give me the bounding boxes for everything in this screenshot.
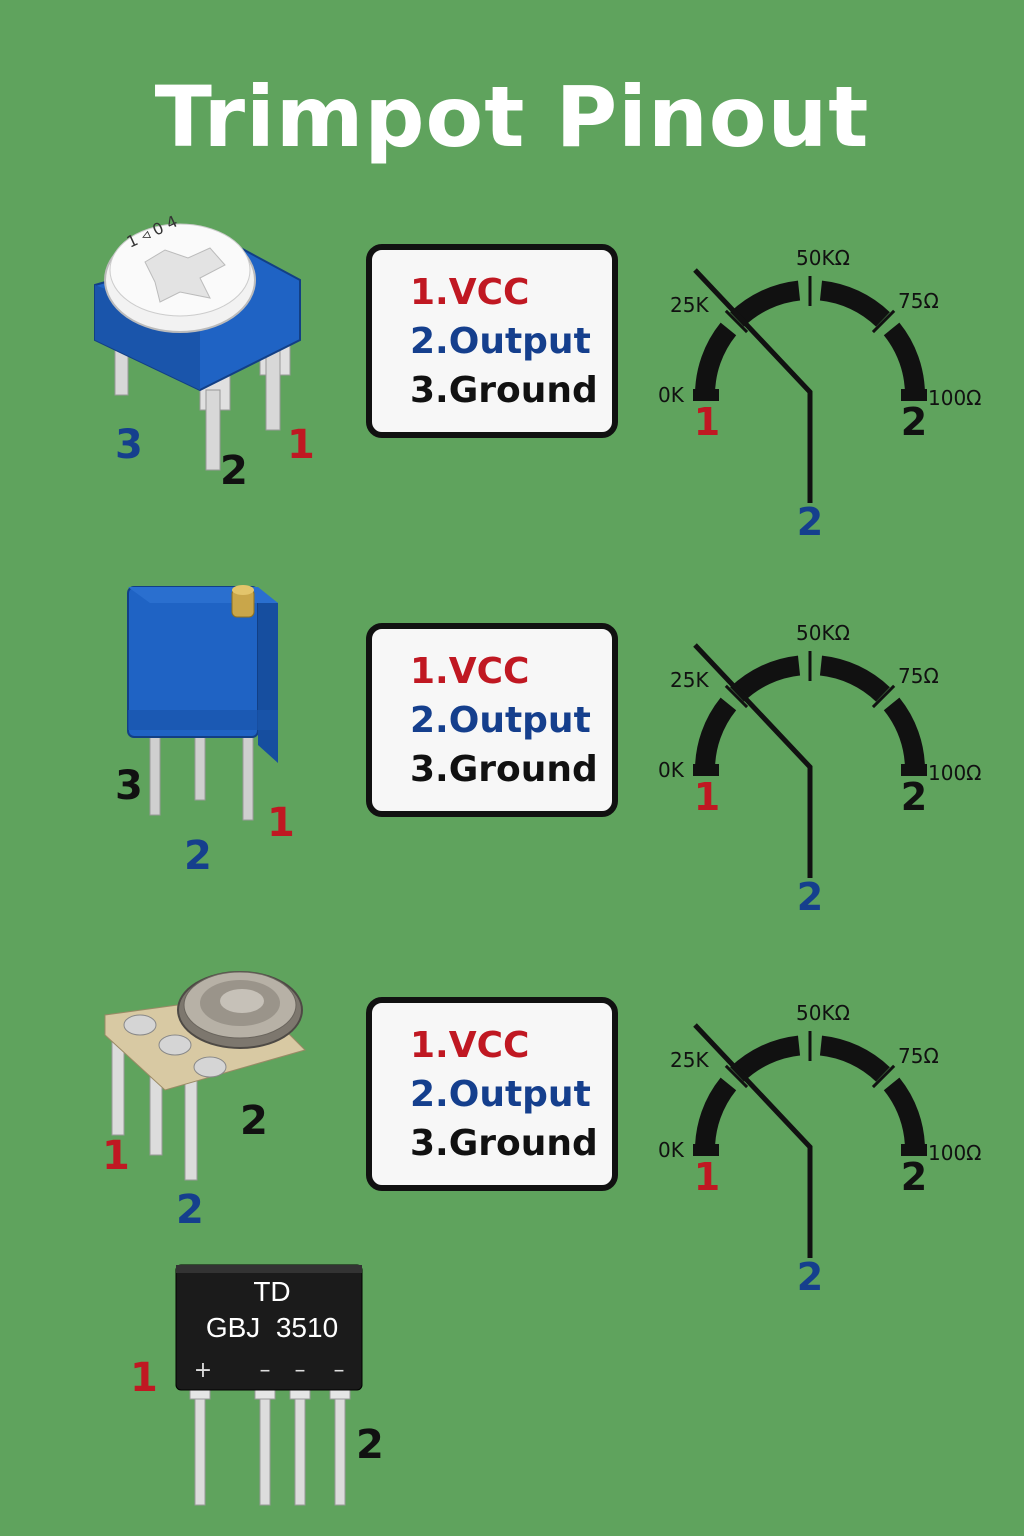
dial-scale-label: 100Ω [928, 761, 981, 785]
trimpot-row-3: 1 2 2 1.VCC 2.Output 3.Ground 0K 25K 50KΩ 7… [0, 955, 1024, 1335]
ic-pin-mark-minus: – [260, 1358, 271, 1383]
bridge-rectifier-text-layer: TD GBJ 3510 + – – – [194, 1276, 345, 1383]
pinout-legend: 1.VCC 2.Output 3.Ground [366, 244, 618, 438]
pin-label-1: 1 [102, 1133, 130, 1179]
ic-pin-mark-minus: – [295, 1358, 306, 1383]
dial-scale-label: 25K [670, 1048, 709, 1072]
ic-pin-mark-minus: – [334, 1358, 345, 1383]
dial-tick [724, 1064, 749, 1089]
legend-output: 2.Output [410, 700, 591, 741]
pin-label-2: 2 [220, 448, 248, 494]
dial-scale-label: 100Ω [928, 386, 981, 410]
dial-arc-segment [730, 1035, 801, 1082]
dial-scale-label: 25K [670, 668, 709, 692]
legend-ground: 3.Ground [410, 749, 598, 790]
pin-label-3: 3 [115, 422, 143, 468]
pinout-legend: 1.VCC 2.Output 3.Ground [366, 997, 618, 1191]
dial-scale-label: 100Ω [928, 1141, 981, 1165]
dial-pin-right: 2 [901, 775, 927, 819]
dial-foot-right [901, 764, 927, 776]
dial-arc-segment [695, 322, 737, 396]
dial-arc-segment [730, 655, 801, 702]
dial-pin-wiper: 2 [797, 875, 823, 919]
dial-tick [724, 309, 749, 334]
pin-label-2: 2 [356, 1422, 384, 1468]
trimpot-row-2: 3 2 1 1.VCC 2.Output 3.Ground 0K 25K 50KΩ 7… [0, 575, 1024, 955]
dial-scale-label: 0K [658, 758, 685, 782]
dial-pin-left: 1 [694, 1155, 720, 1199]
legend-ground: 3.Ground [410, 370, 598, 411]
dial-arc-segment [695, 1077, 737, 1151]
dial-arc-segment [883, 322, 925, 396]
resistance-dial: 0K 25K 50KΩ 75Ω 100Ω 1 2 2 [658, 246, 981, 544]
blue-horizontal-trimpot-icon: 1 ◃ 0 4 [94, 212, 301, 471]
pin-label-1: 1 [267, 800, 295, 846]
pin-label-2: 2 [184, 833, 212, 879]
bridge-rectifier-block: TD GBJ 3510 + – – – 1 2 [0, 1255, 420, 1515]
dial-tick [724, 684, 749, 709]
dial-pin-right: 2 [901, 400, 927, 444]
pin-label-3: 3 [115, 763, 143, 809]
dial-arc-segment [819, 1035, 890, 1082]
dial-pin-right: 2 [901, 1155, 927, 1199]
dial-scale-label: 0K [658, 1138, 685, 1162]
legend-output: 2.Output [410, 1074, 591, 1115]
dial-arc-segment [819, 655, 890, 702]
dial-arc-segment [819, 280, 890, 327]
dial-pin-left: 1 [694, 400, 720, 444]
ic-pin-mark-plus: + [194, 1358, 212, 1383]
dial-foot-left [693, 1144, 719, 1156]
legend-vcc: 1.VCC [410, 651, 530, 692]
dial-foot-right [901, 1144, 927, 1156]
legend-output: 2.Output [410, 321, 591, 362]
dial-pin-wiper: 2 [797, 1255, 823, 1299]
dial-arc-segment [695, 697, 737, 771]
dial-scale-label: 25K [670, 293, 709, 317]
legend-vcc: 1.VCC [410, 1025, 530, 1066]
dial-wiper [693, 268, 813, 503]
dial-tick [871, 309, 896, 334]
multi-turn-trimpot-icon [127, 585, 278, 821]
trimpot-row-1: 1 ◃ 0 4 3 2 1 1.VCC 2.Output 3.Ground 0K… [0, 200, 1024, 580]
dial-scale-label: 0K [658, 383, 685, 407]
metal-cap-trimpot-icon [104, 971, 306, 1181]
dial-arc-segment [730, 280, 801, 327]
legend-vcc: 1.VCC [410, 272, 530, 313]
dial-foot-right [901, 389, 927, 401]
dial-tick [871, 684, 896, 709]
pinout-legend: 1.VCC 2.Output 3.Ground [366, 623, 618, 817]
dial-arc-segment [883, 1077, 925, 1151]
dial-pin-left: 1 [694, 775, 720, 819]
dial-wiper [693, 643, 813, 878]
dial-pin-wiper: 2 [797, 500, 823, 544]
dial-wiper [693, 1023, 813, 1258]
dial-scale-label: 75Ω [898, 664, 939, 688]
pin-label-2: 2 [176, 1187, 204, 1233]
dial-tick [871, 1064, 896, 1089]
bridge-rectifier-icon [175, 1264, 363, 1506]
legend-ground: 3.Ground [410, 1123, 598, 1164]
dial-scale-label: 50KΩ [796, 621, 850, 645]
ic-marking-line1: TD [253, 1276, 290, 1307]
pin-label-1: 1 [130, 1355, 158, 1401]
dial-scale-label: 50KΩ [796, 246, 850, 270]
page-title: Trimpot Pinout [154, 68, 870, 166]
resistance-dial: 0K 25K 50KΩ 75Ω 100Ω 1 2 2 [658, 1001, 981, 1299]
pin-label-2: 2 [240, 1098, 268, 1144]
dial-scale-label: 50KΩ [796, 1001, 850, 1025]
dial-foot-left [693, 764, 719, 776]
dial-foot-left [693, 389, 719, 401]
dial-scale-label: 75Ω [898, 1044, 939, 1068]
ic-marking-line2: GBJ 3510 [206, 1312, 338, 1343]
dial-scale-label: 75Ω [898, 289, 939, 313]
resistance-dial: 0K 25K 50KΩ 75Ω 100Ω 1 2 2 [658, 621, 981, 919]
pin-label-1: 1 [287, 422, 315, 468]
dial-arc-segment [883, 697, 925, 771]
